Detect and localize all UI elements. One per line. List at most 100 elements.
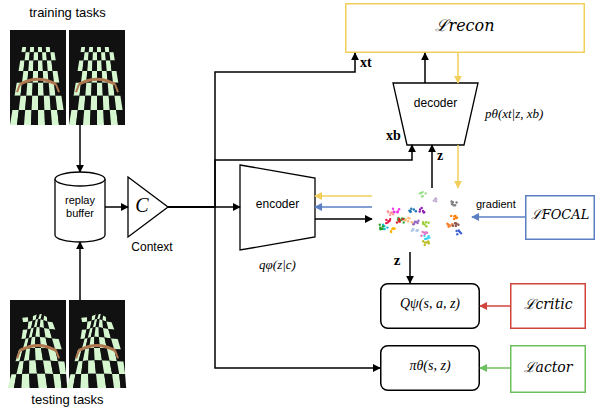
latent-point [421,195,423,197]
floor-tile [40,319,44,328]
latent-point [454,204,456,206]
box-outline [526,196,595,240]
latent-point [428,242,430,244]
flow-arrow [79,125,81,172]
floor-tile [21,374,29,388]
floor-tile [23,322,29,330]
floor-tile [26,83,32,96]
latent-point [417,220,419,222]
latent-point [391,228,393,230]
latent-point [410,208,412,210]
floor-tile [93,47,97,52]
latent-point [424,233,426,235]
encoder-trapezoid: encoderqφ(z|c) [240,165,315,250]
flow-arrow [409,252,411,283]
latent-point [396,221,398,223]
latent-point [397,210,399,212]
agent-body [20,345,56,350]
latent-point [413,223,415,225]
flow-arrow [424,53,426,83]
floor-tile [34,47,38,52]
agent-legs [76,84,118,92]
edge-label: gradient [476,198,516,211]
floor-tile [49,329,58,339]
floor-tile [83,348,89,361]
latent-cloud: z [372,188,472,252]
floor-tile [110,61,116,71]
floor-tile [29,374,38,388]
floor-tile [85,47,90,52]
flow-arrow [480,305,510,307]
latent-point [392,208,394,210]
latent-point [427,222,429,224]
context-triangle: CContext [128,177,168,237]
latent-point [455,230,457,232]
image-background [69,30,125,125]
loss-box: ℒrecon [345,3,585,53]
floor-tile [80,374,88,388]
flow-arrow [168,53,355,207]
latent-point [422,195,424,197]
flow-arrow [472,216,525,218]
latent-point [415,210,417,212]
latent-point [416,222,418,224]
latent-point [453,215,455,217]
floor-tile [112,71,119,83]
cylinder-body [55,179,105,242]
floor-tile [60,374,67,388]
latent-point [446,223,448,225]
floor-tile [38,47,42,52]
latent-point [433,200,435,202]
latent-point [455,201,457,203]
latent-point [412,223,414,225]
latent-point [393,211,395,213]
floor-tile [112,374,121,388]
latent-point [394,227,396,229]
latent-point [419,208,421,210]
latent-point [392,227,394,229]
node-label: decoder [393,97,478,111]
floor-tile [32,96,38,110]
latent-point [408,217,410,219]
floor-tile [24,348,30,361]
flow-arrow [431,145,433,188]
floor-tile [88,52,93,60]
loss-box: ℒactor [510,345,586,393]
loss-label: ℒcritic [510,296,586,312]
latent-point [457,224,459,226]
floor-tile [101,47,105,52]
floor-tile [105,47,110,52]
latent-point [435,197,437,199]
floor-tile [56,96,64,110]
floor-tile [81,47,86,52]
floor-tile [50,47,55,52]
flow-arrow [168,207,380,368]
agent-body [20,79,56,84]
latent-point [419,192,421,194]
floor-tile [102,83,108,96]
floor-tile [26,47,31,52]
decoder-trapezoid-shape [393,83,478,145]
context-symbol: C [128,194,156,217]
edge-label: xb [386,128,401,144]
floor-tile [84,52,89,60]
image-heading: training tasks [10,6,125,21]
latent-point [396,211,398,213]
task-image-shape [10,30,125,125]
floor-tile [82,61,88,71]
floor-tile [91,83,97,96]
task-image: training tasks [10,30,125,125]
floor-tile [116,110,125,125]
latent-point [379,224,381,226]
box-outline [346,4,585,53]
latent-point [416,229,418,231]
latent-point [405,218,407,220]
floor-tile [50,52,55,60]
latent-point [424,238,426,240]
loss-label: ℒrecon [345,17,585,35]
floor-tile [25,52,30,60]
floor-tile [35,327,40,337]
floor-tile [42,47,46,52]
floor-tile [97,83,103,96]
latent-point [422,210,424,212]
